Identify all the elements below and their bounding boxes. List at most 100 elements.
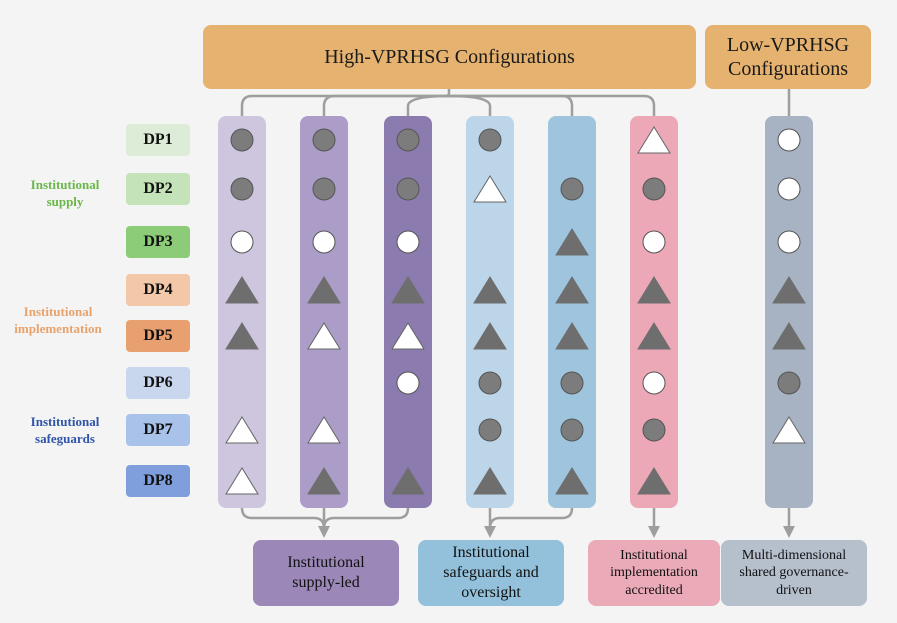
hollow-triangle-icon <box>225 467 259 495</box>
filled-circle-icon <box>312 177 336 201</box>
high-header-text: High-VPRHSG Configurations <box>324 46 575 68</box>
dark-triangle-icon <box>772 322 806 350</box>
hollow-circle-icon <box>777 230 801 254</box>
dark-triangle-icon <box>391 276 425 304</box>
hollow-triangle-icon <box>307 322 341 350</box>
group-label-line: safeguards <box>35 430 95 446</box>
dp-label-dp4: DP4 <box>126 274 190 306</box>
connector-top-arc <box>240 89 451 118</box>
group-label-line: supply <box>46 193 84 209</box>
hollow-circle-icon <box>642 230 666 254</box>
connector-top-arc <box>449 94 574 118</box>
dp-label-dp1: DP1 <box>126 124 190 156</box>
filled-circle-icon <box>478 418 502 442</box>
filled-circle-icon <box>560 371 584 395</box>
hollow-triangle-icon <box>637 126 671 154</box>
filled-circle-icon <box>396 177 420 201</box>
dark-triangle-icon <box>473 276 507 304</box>
dp-label-dp7: DP7 <box>126 414 190 446</box>
group-label-institutional-implementation: Institutional implementation <box>0 304 116 338</box>
filled-circle-icon <box>777 371 801 395</box>
group-label-line: implementation <box>14 320 102 336</box>
low-configurations-header: Low-VPRHSG Configurations <box>705 25 871 89</box>
hollow-circle-icon <box>642 371 666 395</box>
filled-circle-icon <box>230 128 254 152</box>
arrowhead <box>648 526 660 538</box>
hollow-circle-icon <box>396 371 420 395</box>
hollow-triangle-icon <box>225 416 259 444</box>
connector-bottom-merge <box>322 507 410 529</box>
outcome-line: shared governance- <box>739 565 849 581</box>
dark-triangle-icon <box>391 467 425 495</box>
outcome-institutional-implementation-accredited: Institutional implementation accredited <box>588 540 720 606</box>
outcome-line: accredited <box>625 582 683 598</box>
dark-triangle-icon <box>225 276 259 304</box>
dark-triangle-icon <box>307 276 341 304</box>
low-header-line2: Configurations <box>728 58 848 80</box>
low-header-line1: Low-VPRHSG <box>726 34 850 56</box>
filled-circle-icon <box>642 418 666 442</box>
dark-triangle-icon <box>555 322 589 350</box>
filled-circle-icon <box>312 128 336 152</box>
outcome-line: oversight <box>461 584 521 601</box>
dp-label-dp2: DP2 <box>126 173 190 205</box>
hollow-triangle-icon <box>391 322 425 350</box>
filled-circle-icon <box>478 371 502 395</box>
outcome-institutional-safeguards-and-oversight: Institutional safeguards and oversight <box>418 540 564 606</box>
high-configurations-header: High-VPRHSG Configurations <box>203 25 696 89</box>
dark-triangle-icon <box>307 467 341 495</box>
filled-circle-icon <box>230 177 254 201</box>
connector-top-arc <box>322 94 449 118</box>
dark-triangle-icon <box>555 467 589 495</box>
group-label-institutional-supply: Institutional supply <box>10 177 120 211</box>
connector-top-arc <box>406 94 450 118</box>
dp-label-dp8: DP8 <box>126 465 190 497</box>
hollow-circle-icon <box>777 177 801 201</box>
dark-triangle-icon <box>473 322 507 350</box>
outcome-line: safeguards and <box>443 564 539 581</box>
group-label-line: Institutional <box>30 414 100 429</box>
group-label-institutional-safeguards: Institutional safeguards <box>10 414 120 448</box>
arrowhead <box>484 526 496 538</box>
hollow-circle-icon <box>230 230 254 254</box>
filled-circle-icon <box>560 418 584 442</box>
dark-triangle-icon <box>555 228 589 256</box>
hollow-circle-icon <box>312 230 336 254</box>
hollow-triangle-icon <box>473 175 507 203</box>
outcome-institutional-supply-led: Institutional supply-led <box>253 540 399 606</box>
connector-bottom-merge <box>240 507 326 529</box>
dp-label-dp3: DP3 <box>126 226 190 258</box>
dark-triangle-icon <box>772 276 806 304</box>
hollow-triangle-icon <box>307 416 341 444</box>
connector-bottom-merge <box>488 507 574 529</box>
dp-label-dp6: DP6 <box>126 367 190 399</box>
hollow-circle-icon <box>396 230 420 254</box>
dark-triangle-icon <box>225 322 259 350</box>
outcome-line: Multi-dimensional <box>741 547 847 563</box>
outcome-line: Institutional <box>287 554 365 571</box>
hollow-triangle-icon <box>772 416 806 444</box>
filled-circle-icon <box>478 128 502 152</box>
filled-circle-icon <box>642 177 666 201</box>
hollow-circle-icon <box>777 128 801 152</box>
dark-triangle-icon <box>473 467 507 495</box>
filled-circle-icon <box>396 128 420 152</box>
outcome-line: implementation <box>610 565 698 581</box>
dp-label-dp5: DP5 <box>126 320 190 352</box>
group-label-line: Institutional <box>30 177 100 192</box>
filled-circle-icon <box>560 177 584 201</box>
outcome-line: Institutional <box>620 547 688 563</box>
outcome-line: driven <box>776 582 812 598</box>
outcome-line: supply-led <box>292 574 360 591</box>
outcome-line: Institutional <box>452 544 530 561</box>
outcome-multi-dimensional-shared-governance-driven: Multi-dimensional shared governance- dri… <box>721 540 867 606</box>
arrowhead <box>783 526 795 538</box>
dark-triangle-icon <box>637 276 671 304</box>
group-label-line: Institutional <box>23 304 93 319</box>
dark-triangle-icon <box>555 276 589 304</box>
dark-triangle-icon <box>637 322 671 350</box>
arrowhead <box>318 526 330 538</box>
connector-top-arc <box>449 94 656 118</box>
connector-top-arc <box>448 94 492 118</box>
